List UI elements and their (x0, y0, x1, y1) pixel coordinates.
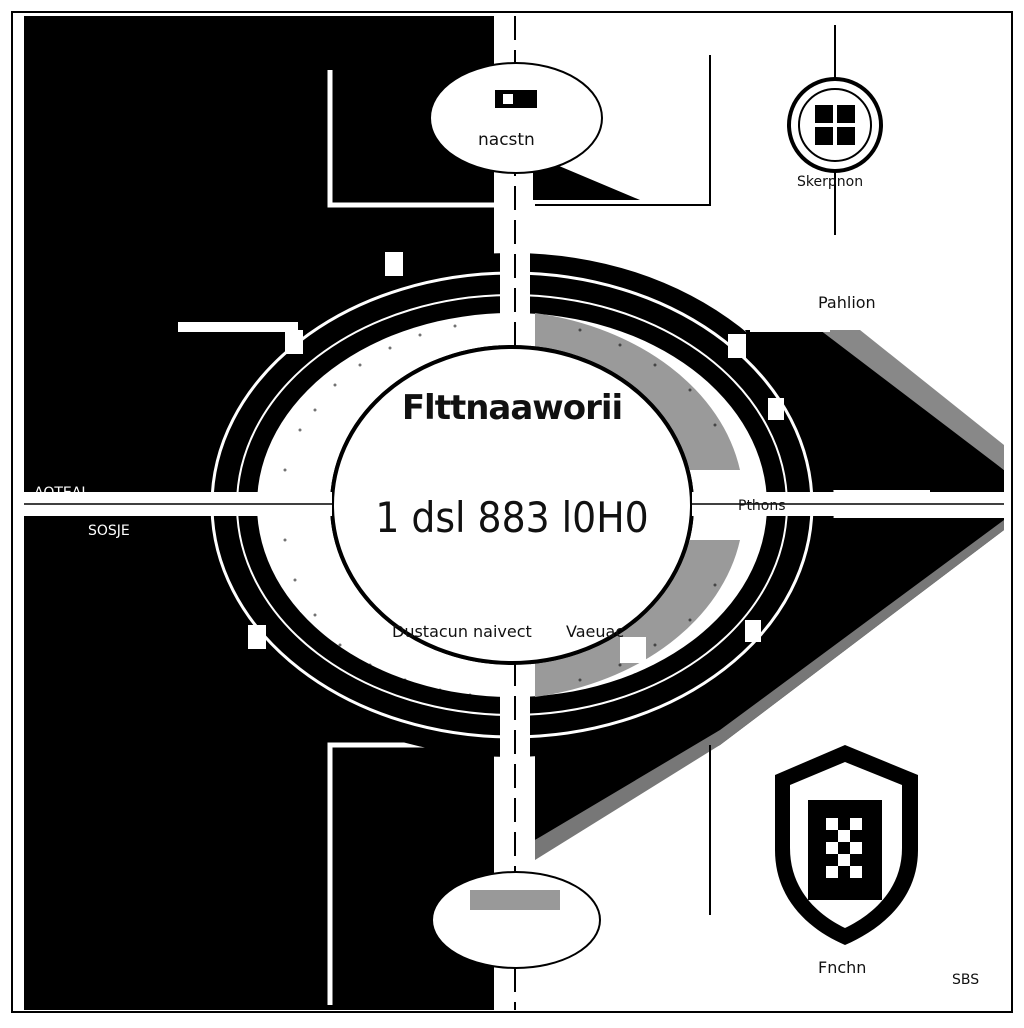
left-lower-label: SOSJE (88, 523, 130, 539)
corner-mark: SBS (952, 972, 980, 988)
gate-markers (248, 252, 784, 663)
shield-field (808, 800, 882, 900)
right-upper-stand-shade (820, 330, 1004, 470)
right-upper-stand (745, 330, 1004, 505)
center-value: 1 dsl 883 l0H0 (375, 493, 649, 542)
seat-dots (283, 324, 717, 697)
center-title: Flttnaaworii (401, 388, 623, 428)
top-oval-label: nacstn (478, 130, 535, 150)
upper-right-outline (535, 55, 711, 206)
stadium-entrance-icon (431, 871, 601, 969)
top-right-emblem-label: Skerpnon (797, 174, 864, 190)
ticket-icon-detail (503, 94, 513, 104)
right-mid-label: Pthons (738, 498, 786, 514)
right-gate-bar (750, 322, 830, 332)
shield-checker (826, 818, 862, 878)
right-lower-stand (535, 518, 1004, 840)
right-lower-stand-shade (535, 520, 1004, 860)
pavilion-label: Pahlion (818, 293, 876, 312)
left-upper-label: AOTEAI (34, 485, 86, 501)
center-sub-right: Vaeuac (566, 622, 625, 641)
left-gate-bar (178, 322, 298, 332)
top-oval (429, 62, 603, 174)
ticket-icon (495, 90, 537, 108)
stadium-entrance-detail (470, 890, 560, 910)
bottom-right-emblem-label: Fnchn (818, 958, 867, 977)
center-sub-left: Dustacun naivect (392, 622, 532, 641)
upper-left-outline (327, 70, 495, 208)
